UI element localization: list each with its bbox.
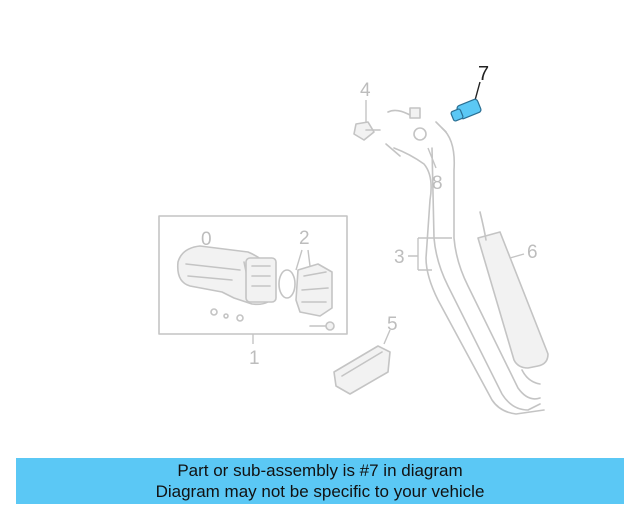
callout-6-leader	[509, 253, 525, 259]
gasket-ring	[278, 269, 296, 299]
callout-8-leader	[427, 147, 437, 169]
sensor-4-tab	[365, 109, 413, 131]
callout-5-leader	[383, 329, 391, 345]
part-7-highlight	[450, 81, 482, 122]
vent-hose-end	[385, 143, 401, 157]
callout-label-1: 1	[249, 348, 260, 369]
callout-label-6: 6	[527, 242, 538, 263]
banner-line-disclaimer: Diagram may not be specific to your vehi…	[155, 482, 485, 501]
canister-block-detail	[251, 265, 271, 287]
tube-6-tube	[521, 369, 541, 385]
callout-label-0: 0	[201, 229, 212, 250]
pad-5-detail	[341, 351, 383, 377]
parts-diagram: 0 1 2 3 4 5 6 7 8	[158, 63, 549, 415]
vent-line	[393, 147, 545, 415]
filler-pipe-inner	[441, 127, 541, 400]
callout-2-leader-b	[307, 249, 311, 267]
bolt-head	[325, 321, 335, 331]
fastener-b	[236, 314, 244, 322]
mount-bracket-detail	[301, 271, 329, 303]
callout-label-8: 8	[432, 173, 443, 194]
callout-3-bracket	[408, 237, 452, 271]
part-7-nozzle	[450, 108, 464, 122]
tube-6-cap	[479, 211, 487, 241]
callout-label-7: 7	[478, 63, 489, 85]
callout-label-5: 5	[387, 314, 398, 335]
connector-4	[409, 107, 421, 119]
mount-bracket	[295, 263, 333, 317]
info-banner: Part or sub-assembly is #7 in diagram Di…	[16, 458, 624, 504]
banner-line-part: Part or sub-assembly is #7 in diagram	[177, 461, 463, 480]
sensor-4	[353, 121, 375, 141]
canister-block	[245, 257, 277, 303]
fastener-a	[210, 308, 218, 316]
hose-fitting-2	[435, 121, 447, 133]
callout-2-leader-a	[295, 249, 303, 271]
callout-label-3: 3	[394, 247, 405, 268]
fastener-c	[223, 313, 229, 319]
callout-label-4: 4	[360, 80, 371, 101]
filler-pipe	[431, 147, 541, 411]
hose-clamp-1	[413, 127, 427, 141]
pad-5	[333, 345, 391, 395]
callout-label-2: 2	[299, 228, 310, 249]
tube-6-body	[477, 231, 549, 369]
